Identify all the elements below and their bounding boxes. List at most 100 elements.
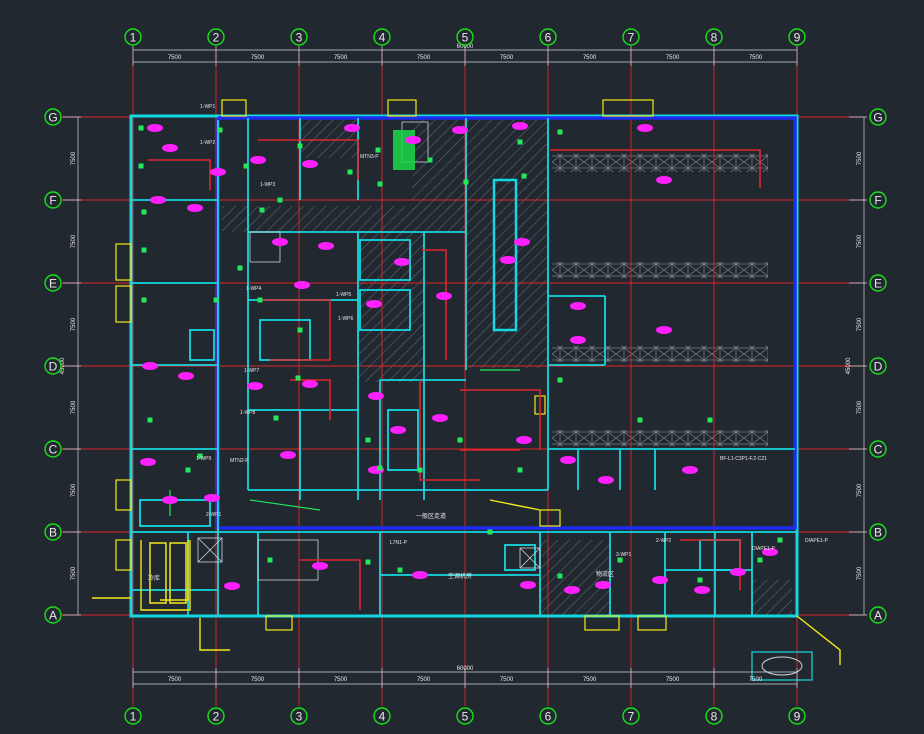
device-0 bbox=[138, 125, 144, 131]
room-tag-22 bbox=[570, 336, 586, 344]
device-35 bbox=[397, 567, 403, 573]
row-bubble-left-D: D bbox=[49, 360, 58, 374]
dim-bay-label: 7500 bbox=[583, 677, 597, 683]
device-2 bbox=[217, 127, 223, 133]
device-22 bbox=[295, 375, 301, 381]
row-bubble-right-F: F bbox=[874, 194, 881, 208]
col-bubble-bottom-3-circle bbox=[290, 707, 308, 725]
walls bbox=[129, 114, 799, 618]
panel-tag-label: MTN3-P bbox=[360, 154, 379, 160]
room-tag-label: 1-WP6 bbox=[338, 316, 354, 322]
panel-tag-label: L7N1-P bbox=[390, 540, 408, 546]
room-tag-29 bbox=[390, 426, 406, 434]
room-tag-20 bbox=[656, 176, 672, 184]
room-tag-16 bbox=[366, 300, 382, 308]
dim-side-total: 45000 bbox=[846, 357, 852, 374]
device-12 bbox=[375, 147, 381, 153]
col-bubble-bottom-8: 8 bbox=[711, 710, 718, 724]
col-bubble-bottom-3: 3 bbox=[296, 710, 303, 724]
room-tag-42 bbox=[412, 571, 428, 579]
room-tag-24 bbox=[142, 362, 158, 370]
dim-side-label: 7500 bbox=[71, 234, 77, 248]
room-tag-25 bbox=[178, 372, 194, 380]
device-24 bbox=[365, 437, 371, 443]
dim-side-label: 7500 bbox=[71, 317, 77, 331]
room-tag-48 bbox=[730, 568, 746, 576]
device-8 bbox=[259, 207, 265, 213]
device-15 bbox=[521, 173, 527, 179]
device-11 bbox=[377, 181, 383, 187]
device-31 bbox=[197, 453, 203, 459]
device-19 bbox=[237, 265, 243, 271]
device-1 bbox=[138, 163, 144, 169]
room-tag-47 bbox=[694, 586, 710, 594]
col-bubble-bottom-6: 6 bbox=[545, 710, 552, 724]
room-tag-19 bbox=[514, 238, 530, 246]
dim-bay-label: 7500 bbox=[251, 677, 265, 683]
dim-bay-label: 7500 bbox=[168, 677, 182, 683]
dim-side-label: 7500 bbox=[857, 400, 863, 414]
device-38 bbox=[617, 557, 623, 563]
col-bubble-top-7-circle bbox=[622, 28, 640, 46]
row-bubble-left-G-circle bbox=[44, 108, 62, 126]
hatched-zones bbox=[222, 118, 792, 616]
col-bubble-bottom-5-circle bbox=[456, 707, 474, 725]
dim-side-total: 45000 bbox=[60, 357, 66, 374]
row-bubble-left-A-circle bbox=[44, 606, 62, 624]
row-bubble-left-D-circle bbox=[44, 357, 62, 375]
col-bubble-bottom-5: 5 bbox=[462, 710, 469, 724]
device-23 bbox=[273, 415, 279, 421]
dim-total-label: 60000 bbox=[457, 666, 474, 672]
dim-total-label: 60000 bbox=[457, 44, 474, 50]
room-tag-label: 1-WP9 bbox=[196, 456, 212, 462]
col-bubble-top-7: 7 bbox=[628, 31, 635, 45]
device-16 bbox=[517, 139, 523, 145]
room-tag-41 bbox=[312, 562, 328, 570]
dim-side-label: 7500 bbox=[71, 483, 77, 497]
room-tag-9 bbox=[637, 124, 653, 132]
col-bubble-top-1: 1 bbox=[130, 31, 137, 45]
col-bubble-top-6: 6 bbox=[545, 31, 552, 45]
col-bubble-top-8: 8 bbox=[711, 31, 718, 45]
wiring bbox=[92, 139, 841, 665]
col-bubble-top-5-circle bbox=[456, 28, 474, 46]
dim-bay-label: 7500 bbox=[500, 55, 514, 61]
dim-side-label: 7500 bbox=[857, 317, 863, 331]
room-tag-0 bbox=[147, 124, 163, 132]
device-40 bbox=[757, 557, 763, 563]
room-tag-33 bbox=[516, 436, 532, 444]
row-bubble-left-F: F bbox=[49, 194, 56, 208]
device-3 bbox=[243, 163, 249, 169]
room-tag-32 bbox=[432, 414, 448, 422]
device-26 bbox=[417, 467, 423, 473]
col-bubble-top-3-circle bbox=[290, 28, 308, 46]
room-tag-36 bbox=[682, 466, 698, 474]
col-bubble-bottom-9: 9 bbox=[794, 710, 801, 724]
room-tag-44 bbox=[564, 586, 580, 594]
dim-bay-label: 7500 bbox=[334, 677, 348, 683]
device-9 bbox=[297, 143, 303, 149]
room-tag-17 bbox=[436, 292, 452, 300]
dim-bay-label: 7500 bbox=[666, 677, 680, 683]
col-bubble-bottom-8-circle bbox=[705, 707, 723, 725]
device-27 bbox=[457, 437, 463, 443]
device-34 bbox=[365, 559, 371, 565]
device-21 bbox=[297, 327, 303, 333]
device-25 bbox=[377, 465, 383, 471]
device-4 bbox=[141, 209, 147, 215]
device-30 bbox=[185, 467, 191, 473]
col-bubble-top-2-circle bbox=[207, 28, 225, 46]
device-5 bbox=[141, 247, 147, 253]
room-tag-21 bbox=[570, 302, 586, 310]
room-tag-label: 1-WP3 bbox=[260, 182, 276, 188]
room-tag-label: 1-WP4 bbox=[246, 286, 262, 292]
room-tag-28 bbox=[368, 392, 384, 400]
col-bubble-bottom-2: 2 bbox=[213, 710, 220, 724]
row-bubble-left-G: G bbox=[48, 111, 57, 125]
row-bubble-right-G: G bbox=[873, 111, 882, 125]
note-label: 一般区走道 bbox=[416, 512, 446, 520]
device-18 bbox=[277, 197, 283, 203]
col-bubble-bottom-4-circle bbox=[373, 707, 391, 725]
device-33 bbox=[267, 557, 273, 563]
